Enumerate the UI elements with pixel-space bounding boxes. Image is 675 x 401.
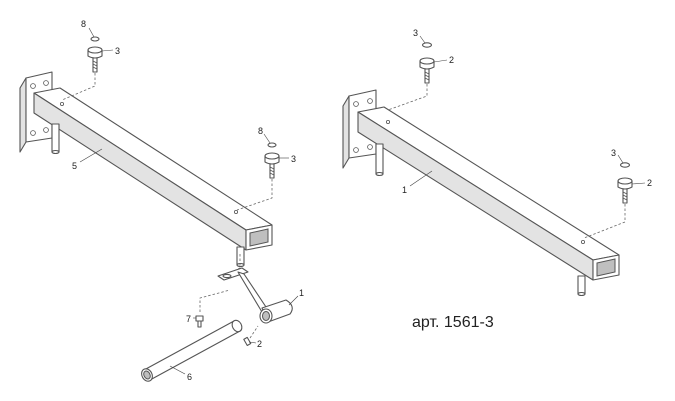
- holder-pin: [243, 325, 259, 347]
- callout-numbers: 8 3 8 3 5 1 7 2 6 3 2 3 2 1: [72, 19, 652, 382]
- right-arm-pegs: [375, 143, 586, 297]
- right-wall-bracket-assembly: [342, 35, 646, 297]
- right-end-fastener: [583, 162, 633, 239]
- left-arm-pegs: [51, 123, 245, 268]
- callout-right-cap-top: 3: [413, 28, 418, 38]
- hanging-holder: [217, 254, 293, 324]
- right-arm-tube: [357, 106, 620, 281]
- hanger-rod: [141, 319, 243, 382]
- callout-left-screw-top: 3: [115, 46, 120, 56]
- callout-holder: 1: [299, 288, 304, 298]
- right-top-fastener: [387, 42, 435, 111]
- holder-screw: [195, 289, 231, 328]
- callout-left-arm: 5: [72, 161, 77, 171]
- right-leader-lines: [409, 35, 646, 187]
- callout-rod: 6: [187, 372, 192, 382]
- article-number-label: арт. 1561-3: [412, 314, 494, 331]
- callout-right-cap-end: 3: [611, 148, 616, 158]
- callout-holder-pin: 2: [257, 339, 262, 349]
- left-arm-tube: [33, 87, 273, 251]
- callout-right-arm: 1: [402, 185, 407, 195]
- left-leader-lines: [79, 27, 299, 375]
- callout-right-screw-top: 2: [449, 55, 454, 65]
- callout-left-cap-end: 8: [258, 126, 263, 136]
- callout-left-cap-top: 8: [81, 19, 86, 29]
- left-end-fastener: [236, 142, 280, 211]
- callout-holder-screw: 7: [186, 314, 191, 324]
- left-top-fastener: [61, 36, 103, 101]
- callout-right-screw-end: 2: [647, 178, 652, 188]
- left-wall-plate: [19, 71, 53, 153]
- left-wall-bracket-assembly: [19, 27, 299, 382]
- callout-left-screw-end: 3: [291, 154, 296, 164]
